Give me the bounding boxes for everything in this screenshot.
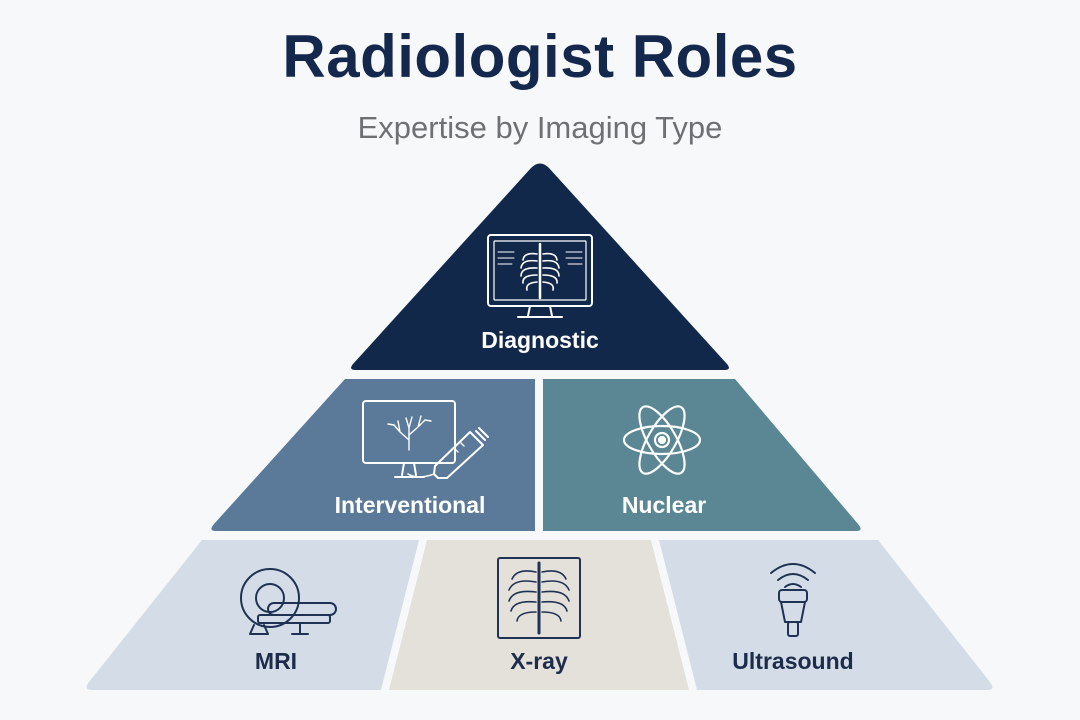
label-mri: MRI [254,648,298,674]
chest-xray-film-icon [497,557,581,639]
tier-ultrasound [659,540,993,690]
monitor-vessels-catheter-icon [362,400,489,479]
label-xray: X-ray [510,648,568,674]
tier-nuclear [543,379,861,531]
label-interventional: Interventional [334,492,486,518]
page-subtitle: Expertise by Imaging Type [357,110,723,145]
atom-icon [622,405,702,475]
label-nuclear: Nuclear [621,492,707,518]
mri-scanner-icon [240,568,337,635]
label-ultrasound: Ultrasound [732,648,854,674]
ultrasound-probe-icon [770,563,816,637]
monitor-chest-xray-icon [487,234,593,318]
tier-mri [86,540,419,690]
label-diagnostic: Diagnostic [481,327,599,353]
page-title: Radiologist Roles [282,23,798,90]
